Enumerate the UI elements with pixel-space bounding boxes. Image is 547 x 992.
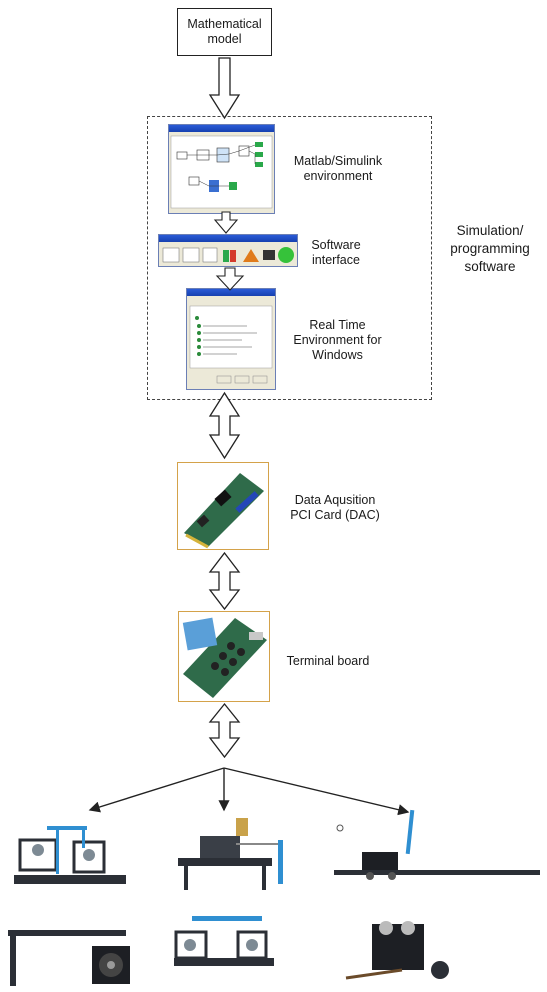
hollow-arrow-simulink-to-interface — [213, 211, 239, 234]
terminal-board-label: Terminal board — [286, 654, 370, 668]
pci-card-image — [184, 473, 264, 549]
rig-magnetic-levitation — [8, 930, 130, 986]
software-interface-label: Software interface — [311, 238, 361, 267]
simulation-software-group — [147, 116, 432, 400]
daq-card-label: Data Aqusition PCI Card (DAC) — [290, 493, 380, 522]
hollow-arrow-model-to-simulink — [208, 57, 241, 120]
mathematical-model-box: Mathematical model — [177, 8, 272, 56]
software-interface-screenshot — [158, 234, 298, 267]
rtwin-screenshot — [186, 288, 276, 390]
arrow-to-left-rig — [88, 767, 225, 813]
double-arrow-terminal-to-rigs — [208, 702, 241, 759]
rig-twin-rotor — [14, 826, 126, 884]
rtwin-label: Real Time Environment for Windows — [293, 318, 382, 362]
hollow-arrow-interface-to-rtwin — [215, 267, 245, 291]
simulink-label: Matlab/Simulink environment — [293, 154, 383, 183]
rtwin-dialog-thumbnail — [189, 305, 273, 384]
rig-pendulum-cart — [178, 818, 283, 890]
toolbar-thumbnail — [162, 247, 294, 263]
terminal-board-image — [182, 617, 267, 698]
arrow-to-right-rig — [223, 767, 410, 816]
rig-pendulum-box — [345, 921, 449, 980]
simulink-diagram-thumbnail — [170, 135, 273, 209]
terminal-board-photo — [178, 611, 270, 702]
simulink-screenshot — [168, 124, 275, 214]
double-arrow-daq-to-terminal — [208, 551, 241, 611]
daq-card-photo — [177, 462, 269, 550]
simulation-software-label: Simulation/ programming software — [450, 223, 530, 274]
rig-inverted-pendulum — [334, 809, 540, 880]
rig-ball-beam — [174, 916, 274, 966]
double-arrow-software-to-daq — [208, 391, 241, 460]
